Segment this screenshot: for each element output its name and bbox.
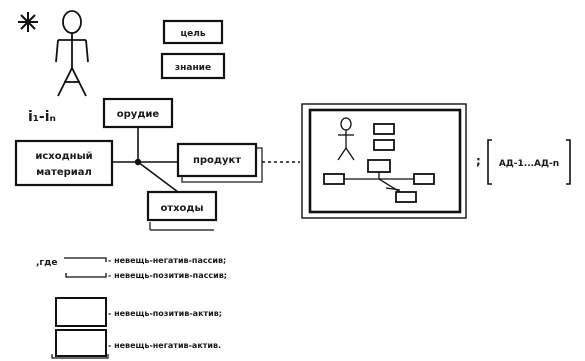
knowledge-box [160, 52, 226, 80]
activities-bracket [487, 139, 571, 185]
legend-text-1: - невещь-негатив-пассив; [108, 256, 226, 265]
connector-lines [112, 127, 179, 193]
waste-label: отходы [160, 203, 203, 214]
goal-box [162, 19, 224, 45]
legend-symbol-4 [55, 329, 107, 357]
legend-item-1: - невещь-негатив-пассив; [64, 256, 226, 265]
knowledge-label: знание [175, 63, 211, 73]
product-label: продукт [193, 155, 241, 166]
product-box [176, 142, 258, 178]
legend-text-4: - невещь-негатив-актив. [108, 341, 221, 350]
activity-frame-inner [308, 108, 462, 214]
waste-box [146, 190, 218, 222]
activities-label: АД-1...АД-n [499, 159, 559, 169]
legend-item-3: - невещь-позитив-актив; [55, 297, 222, 327]
legend-intro: ,где [36, 258, 58, 268]
source-material-box [14, 139, 114, 187]
legend-text-3: - невещь-позитив-актив; [108, 309, 222, 318]
source-material-label-2: материал [36, 167, 92, 178]
separator: ; [476, 154, 481, 168]
legend-item-2: - невещь-позитив-пассив; [65, 271, 227, 280]
goal-label: цель [180, 29, 205, 39]
subjects-label: i₁-iₙ [28, 109, 56, 125]
person-figure-icon [55, 10, 89, 97]
activity-frame-outer [301, 103, 467, 219]
legend-symbol-3 [55, 297, 107, 327]
legend-item-4: - невещь-негатив-актив. [51, 329, 221, 359]
legend-symbol-2 [65, 273, 107, 278]
legend-text-2: - невещь-позитив-пассив; [108, 271, 227, 280]
tool-label: орудие [117, 109, 160, 120]
star-icon [18, 12, 38, 32]
source-material-label-1: исходный [35, 151, 92, 162]
legend-symbol-1 [64, 257, 107, 262]
mini-diagram [323, 117, 435, 203]
